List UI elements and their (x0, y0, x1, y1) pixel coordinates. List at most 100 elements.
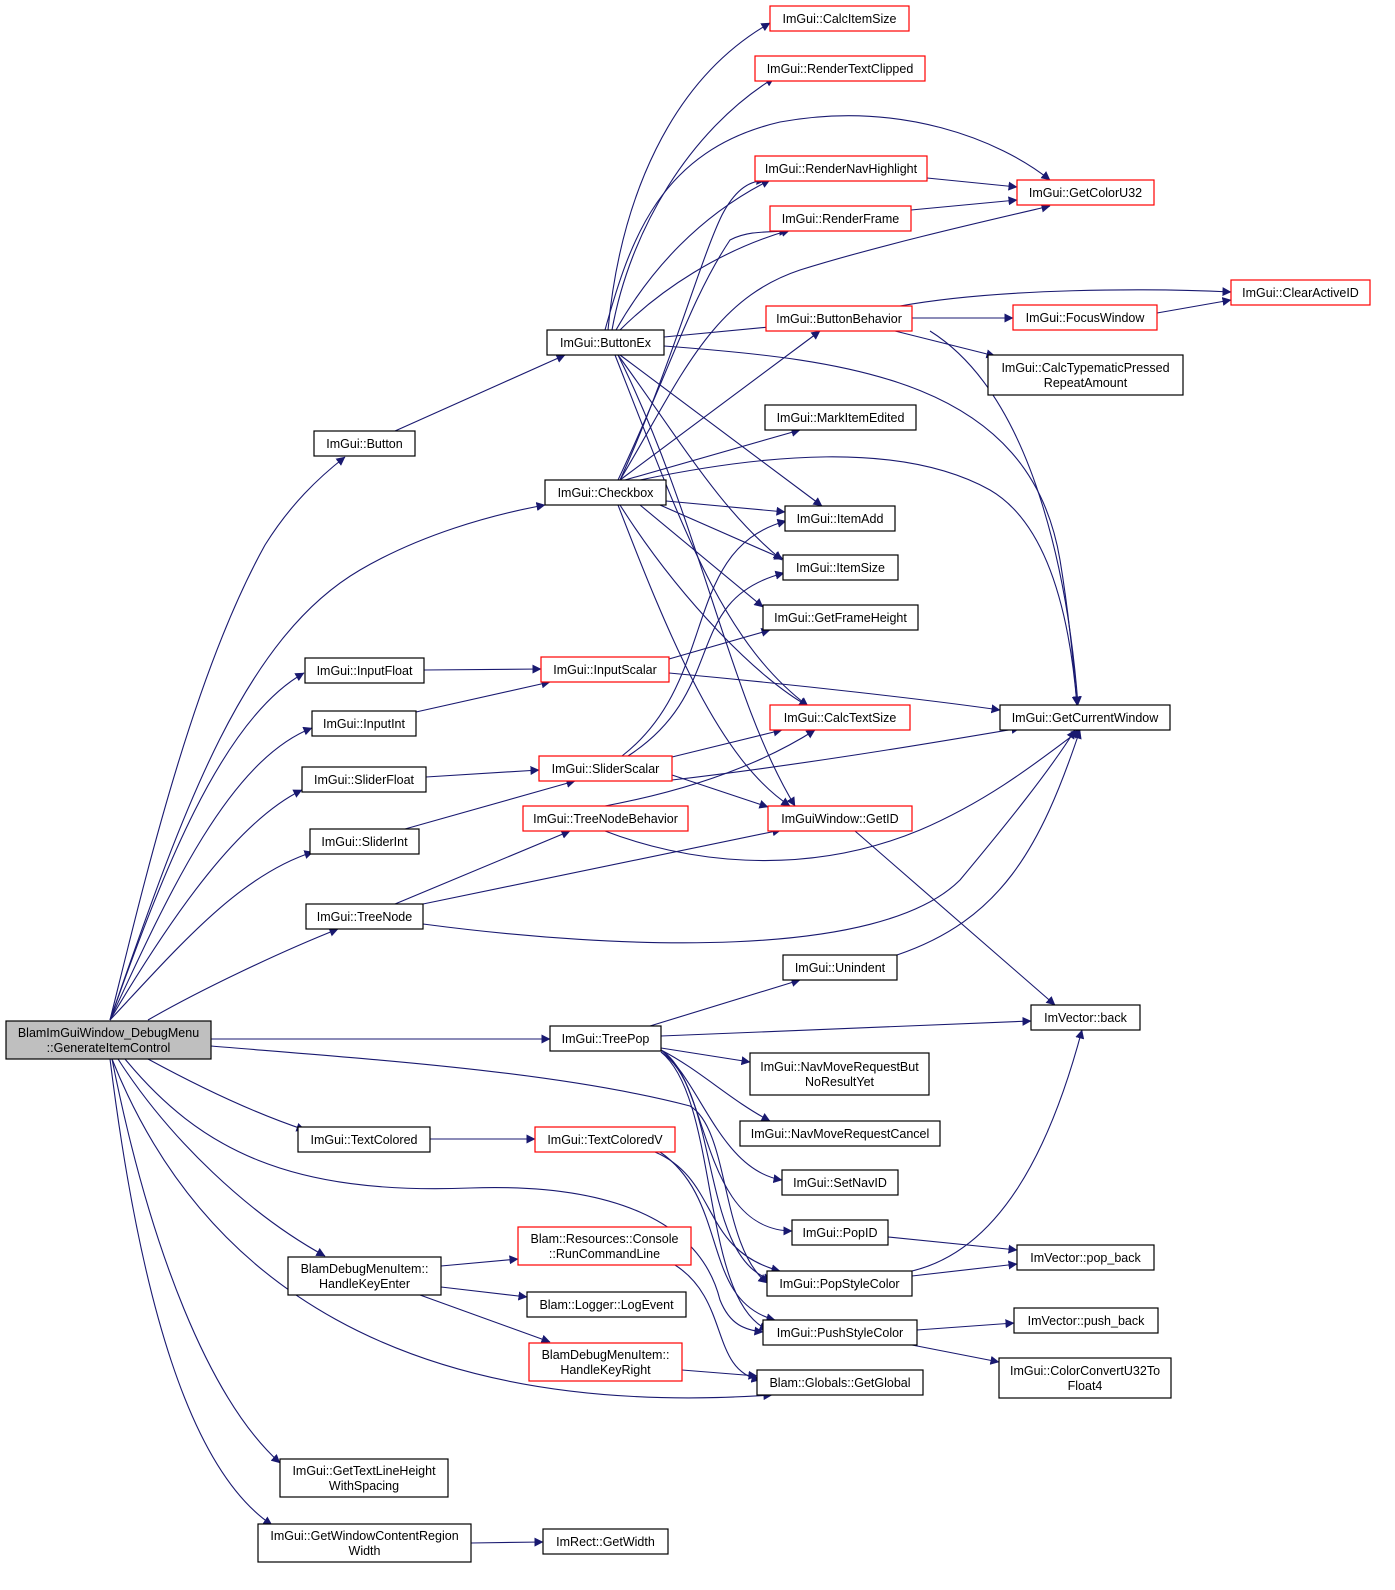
edge-rendernavhighlight-to-getcoloru32 (926, 177, 1018, 191)
edge-buttonex-to-renderframe (619, 228, 791, 331)
node-box-getcurrentwindow (999, 704, 1171, 731)
node-label-gettextlineheight-line-0: ImGui::GetTextLineHeight (292, 1464, 436, 1478)
node-calcitemsize[interactable]: ImGui::CalcItemSize (769, 5, 910, 32)
node-label-handlekeyenter-line-0: BlamDebugMenuItem:: (301, 1262, 429, 1276)
node-focuswindow[interactable]: ImGui::FocusWindow (1012, 304, 1158, 331)
node-treenode[interactable]: ImGui::TreeNode (305, 903, 424, 930)
node-logevent[interactable]: Blam::Logger::LogEvent (526, 1291, 687, 1318)
node-checkbox[interactable]: ImGui::Checkbox (544, 479, 667, 506)
node-inputscalar[interactable]: ImGui::InputScalar (540, 656, 670, 683)
node-box-runcommandline (517, 1226, 692, 1266)
node-setnavid[interactable]: ImGui::SetNavID (781, 1169, 899, 1196)
node-pushstylecolor[interactable]: ImGui::PushStyleColor (762, 1319, 918, 1346)
node-popid[interactable]: ImGui::PopID (791, 1219, 889, 1246)
node-box-clearactiveid (1230, 279, 1371, 306)
node-rendernavhighlight[interactable]: ImGui::RenderNavHighlight (754, 155, 928, 182)
edge-focuswindow-to-clearactiveid (1156, 297, 1232, 314)
node-box-sliderint (309, 828, 420, 855)
node-inputfloat[interactable]: ImGui::InputFloat (304, 657, 425, 684)
node-box-pushback (1013, 1307, 1159, 1334)
node-getwidth[interactable]: ImRect::GetWidth (542, 1528, 669, 1555)
edge-buttonex-to-getid (617, 354, 796, 807)
node-box-sliderscalar (538, 755, 673, 782)
node-box-rendertextclipped (754, 55, 926, 82)
node-button[interactable]: ImGui::Button (313, 430, 416, 457)
edge-root-to-gettextlineheight (111, 1058, 281, 1464)
edge-treenode-to-getid (422, 827, 782, 905)
edge-checkbox-to-getframeheight (639, 504, 764, 608)
node-clearactiveid[interactable]: ImGui::ClearActiveID (1230, 279, 1371, 306)
node-box-getwidth (542, 1528, 669, 1555)
node-treepop[interactable]: ImGui::TreePop (549, 1025, 662, 1052)
node-itemadd[interactable]: ImGui::ItemAdd (784, 505, 896, 532)
node-unindent[interactable]: ImGui::Unindent (782, 954, 898, 981)
edge-sliderscalar-to-getid (671, 774, 769, 809)
edge-handlekeyenter-to-logevent (440, 1286, 528, 1301)
node-sliderscalar[interactable]: ImGui::SliderScalar (538, 755, 673, 782)
node-getid[interactable]: ImGuiWindow::GetID (767, 805, 913, 832)
node-box-getframeheight (762, 604, 919, 631)
node-getcurrentwindow[interactable]: ImGui::GetCurrentWindow (999, 704, 1171, 731)
edge-treepop-to-navmovebut (660, 1047, 751, 1066)
node-navmovecancel[interactable]: ImGui::NavMoveRequestCancel (739, 1120, 941, 1147)
node-popback[interactable]: ImVector::pop_back (1016, 1244, 1155, 1271)
edge-root-to-inputint (109, 726, 313, 1021)
node-rendertextclipped[interactable]: ImGui::RenderTextClipped (754, 55, 926, 82)
node-box-button (313, 430, 416, 457)
node-buttonex[interactable]: ImGui::ButtonEx (546, 329, 665, 356)
node-label-rendertextclipped-line-0: ImGui::RenderTextClipped (767, 62, 914, 76)
edge-inputfloat-to-inputscalar (423, 664, 542, 674)
node-label-getcurrentwindow-line-0: ImGui::GetCurrentWindow (1012, 711, 1160, 725)
edge-buttonex-to-rendertextclipped (611, 77, 775, 331)
node-textcoloredv[interactable]: ImGui::TextColoredV (534, 1126, 676, 1153)
node-popstylecolor[interactable]: ImGui::PopStyleColor (766, 1270, 913, 1297)
node-label-calctextsize-line-0: ImGui::CalcTextSize (784, 711, 897, 725)
node-box-unindent (782, 954, 898, 981)
edge-treenodebehavior-to-calctextsize (604, 729, 816, 807)
node-markitemedited[interactable]: ImGui::MarkItemEdited (764, 404, 917, 431)
node-label-calcitemsize-line-0: ImGui::CalcItemSize (783, 12, 897, 26)
edge-root-to-sliderint (109, 850, 314, 1021)
node-runcommandline[interactable]: Blam::Resources::Console::RunCommandLine (517, 1226, 692, 1266)
node-pushback[interactable]: ImVector::push_back (1013, 1307, 1159, 1334)
node-buttonbehavior[interactable]: ImGui::ButtonBehavior (765, 305, 913, 332)
node-handlekeyenter[interactable]: BlamDebugMenuItem::HandleKeyEnter (287, 1256, 442, 1296)
node-label-sliderfloat-line-0: ImGui::SliderFloat (314, 773, 415, 787)
node-label-setnavid-line-0: ImGui::SetNavID (793, 1176, 887, 1190)
node-getcoloru32[interactable]: ImGui::GetColorU32 (1016, 179, 1155, 206)
edge-popstylecolor-to-popback (911, 1260, 1018, 1277)
edge-buttonbehavior-to-getcurrentwindow (929, 330, 1082, 706)
node-label-back-line-0: ImVector::back (1044, 1011, 1127, 1025)
node-getframeheight[interactable]: ImGui::GetFrameHeight (762, 604, 919, 631)
node-inputint[interactable]: ImGui::InputInt (311, 710, 417, 737)
node-handlekeyright[interactable]: BlamDebugMenuItem::HandleKeyRight (528, 1342, 683, 1382)
node-root[interactable]: BlamImGuiWindow_DebugMenu::GenerateItemC… (5, 1020, 212, 1060)
node-getglobal[interactable]: Blam::Globals::GetGlobal (756, 1369, 924, 1396)
node-textcolored[interactable]: ImGui::TextColored (297, 1126, 431, 1153)
node-box-calcitemsize (769, 5, 910, 32)
node-sliderfloat[interactable]: ImGui::SliderFloat (301, 766, 427, 793)
node-calctextsize[interactable]: ImGui::CalcTextSize (769, 704, 911, 731)
node-renderframe[interactable]: ImGui::RenderFrame (769, 205, 912, 232)
node-itemsize[interactable]: ImGui::ItemSize (782, 554, 899, 581)
node-sliderint[interactable]: ImGui::SliderInt (309, 828, 420, 855)
edge-pushstylecolor-to-colorconvert (911, 1344, 1000, 1365)
node-back[interactable]: ImVector::back (1030, 1004, 1141, 1031)
edge-buttonex-to-itemadd (619, 354, 823, 507)
node-label-treenode-line-0: ImGui::TreeNode (317, 910, 412, 924)
node-treenodebehavior[interactable]: ImGui::TreeNodeBehavior (522, 805, 689, 832)
edge-textcoloredv-to-popstylecolor (654, 1151, 781, 1274)
node-label-inputscalar-line-0: ImGui::InputScalar (553, 663, 657, 677)
node-label-clearactiveid-line-0: ImGui::ClearActiveID (1242, 286, 1359, 300)
node-box-textcolored (297, 1126, 431, 1153)
node-label-pushstylecolor-line-0: ImGui::PushStyleColor (777, 1326, 903, 1340)
node-box-inputscalar (540, 656, 670, 683)
node-label-getid-line-0: ImGuiWindow::GetID (781, 812, 898, 826)
node-box-getglobal (756, 1369, 924, 1396)
node-box-textcoloredv (534, 1126, 676, 1153)
